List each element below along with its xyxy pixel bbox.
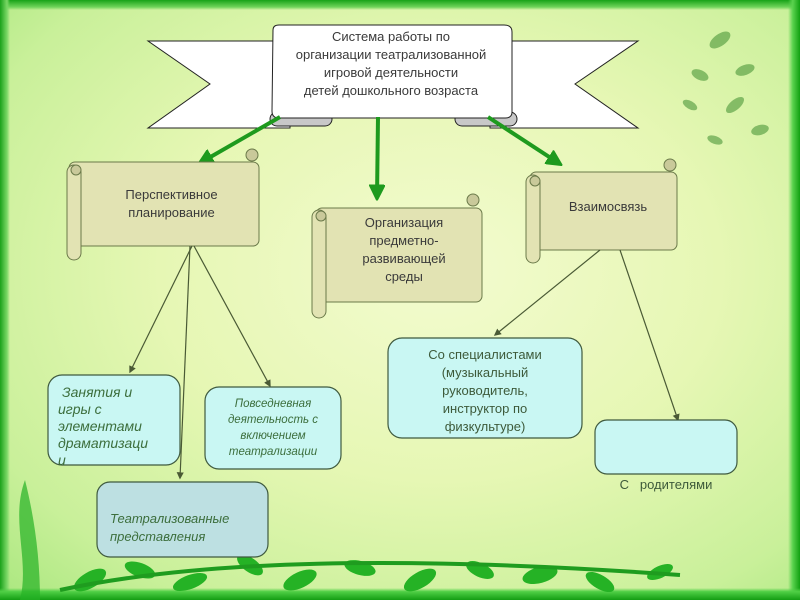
scroll-environment bbox=[311, 193, 483, 319]
node-relations: Взаимосвязь bbox=[540, 198, 676, 216]
arrow-planning-classes bbox=[129, 245, 193, 374]
node-environment: Организация предметно- развивающей среды bbox=[328, 214, 480, 286]
node-line: деятельность с bbox=[227, 414, 319, 426]
node-line: театрализации bbox=[228, 446, 318, 458]
title-line: организации театрализованной bbox=[295, 47, 487, 62]
node-line: драматизаци bbox=[58, 435, 149, 451]
node-line: инструктор по bbox=[442, 401, 528, 416]
box-performances bbox=[96, 481, 269, 558]
box-daily bbox=[204, 386, 342, 470]
node-classes: Занятия и игры с элементами драматизаци … bbox=[58, 384, 182, 469]
node-line: элементами bbox=[58, 418, 142, 434]
node-line: развивающей bbox=[362, 251, 446, 266]
scroll-relations bbox=[525, 158, 678, 264]
node-line: и bbox=[58, 452, 66, 468]
arrow-to-relations bbox=[486, 115, 560, 164]
node-line: представления bbox=[110, 529, 206, 544]
arrow-relations-specialists bbox=[493, 249, 601, 336]
frame-top bbox=[0, 0, 800, 10]
node-daily: Повседневная деятельность с включением т… bbox=[205, 396, 341, 460]
node-line: физкультуре) bbox=[444, 419, 526, 434]
node-parents: С родителями bbox=[595, 442, 737, 510]
node-planning: Перспективное планирование bbox=[84, 186, 259, 222]
node-performances: Театрализованные представления bbox=[110, 510, 270, 546]
node-line: (музыкальный bbox=[441, 365, 529, 380]
node-line: предметно- bbox=[369, 233, 439, 248]
node-line: Театрализованные bbox=[110, 511, 230, 526]
diagram-title: Система работы по организации театрализо… bbox=[275, 28, 507, 100]
scroll-planning bbox=[66, 148, 260, 261]
node-line: планирование bbox=[128, 205, 215, 220]
node-line: Организация bbox=[364, 215, 444, 230]
frame-right bbox=[788, 0, 800, 600]
node-line: игры с bbox=[58, 401, 102, 417]
arrow-relations-parents bbox=[619, 249, 680, 422]
node-line: Повседневная bbox=[234, 398, 312, 410]
box-parents bbox=[594, 419, 738, 475]
frame-left bbox=[0, 0, 10, 600]
arrow-planning-daily bbox=[193, 245, 271, 388]
node-line: Занятия и bbox=[62, 384, 133, 400]
banner-left-tail bbox=[146, 40, 291, 129]
node-line: включением bbox=[240, 430, 306, 442]
node-specialists: Со специалистами (музыкальный руководите… bbox=[388, 346, 582, 436]
node-line: Со специалистами bbox=[428, 347, 542, 362]
box-specialists bbox=[387, 337, 583, 439]
title-line: детей дошкольного возраста bbox=[303, 83, 479, 98]
arrow-planning-performances bbox=[176, 245, 191, 480]
node-line: С родителями bbox=[619, 477, 713, 492]
node-line: среды bbox=[385, 269, 423, 284]
node-line: Взаимосвязь bbox=[568, 199, 648, 214]
node-line: руководитель, bbox=[442, 383, 528, 398]
box-classes bbox=[47, 374, 181, 466]
frame-bottom bbox=[0, 588, 800, 600]
title-line: игровой деятельности bbox=[323, 65, 459, 80]
title-line: Система работы по bbox=[332, 29, 450, 44]
arrow-to-planning bbox=[200, 115, 281, 163]
title-banner bbox=[146, 24, 640, 129]
node-line: Перспективное bbox=[125, 187, 218, 202]
arrow-to-environment bbox=[377, 116, 378, 198]
banner-center bbox=[271, 24, 513, 119]
